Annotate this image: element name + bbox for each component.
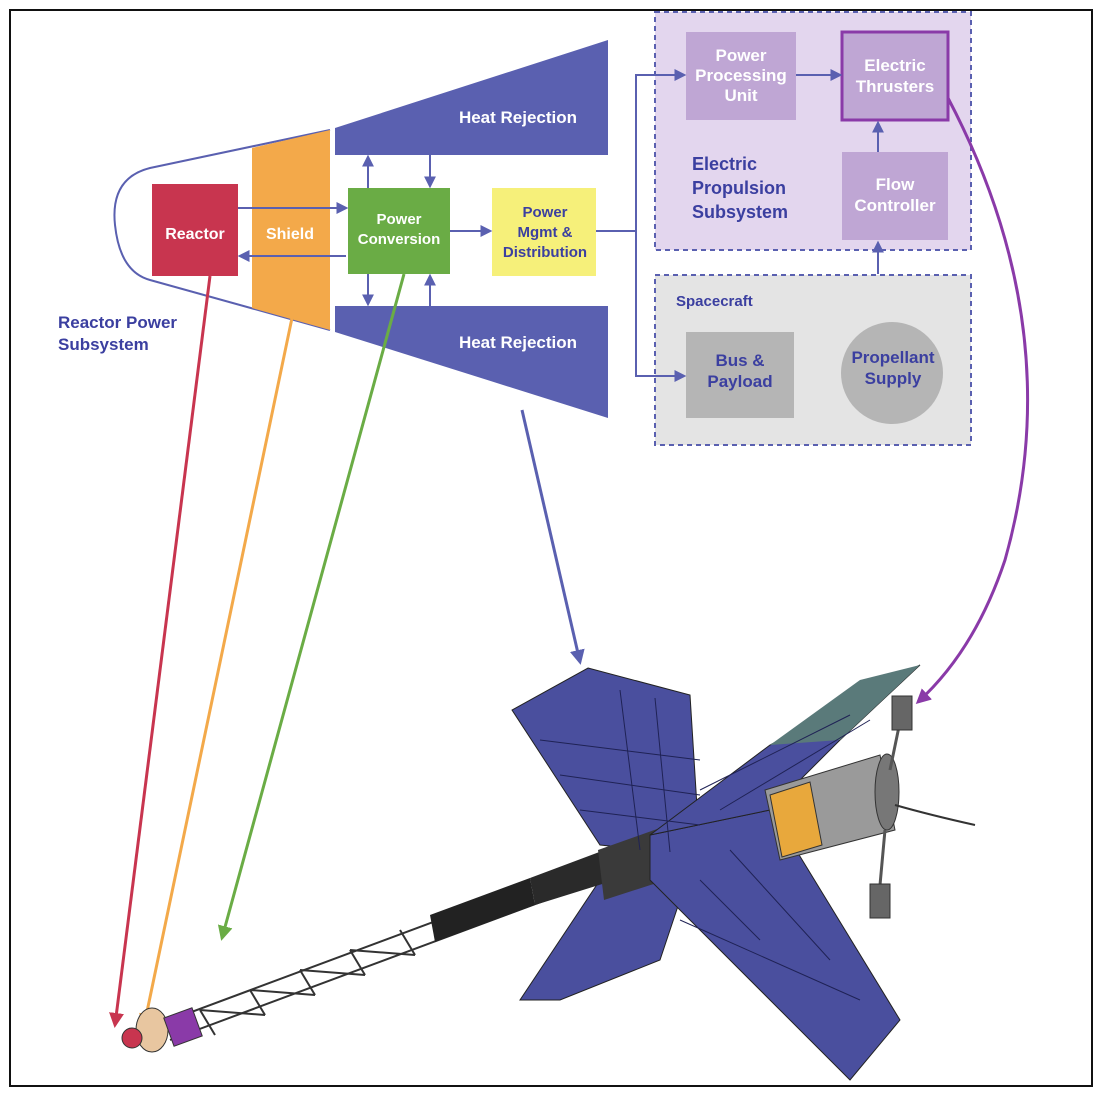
reactor-head-shield <box>135 1007 169 1053</box>
reactor-block <box>152 184 238 276</box>
propellant-supply-label-1: Propellant <box>851 348 934 367</box>
bus-segment-2 <box>530 848 615 905</box>
power-conversion-label-2: Conversion <box>358 231 441 248</box>
reactor-label: Reactor <box>165 226 225 243</box>
spacecraft-label: Spacecraft <box>676 293 753 310</box>
ppu-label-2: Processing <box>695 66 787 85</box>
reactor-head-conversion <box>163 1007 203 1047</box>
propellant-supply-label-2: Supply <box>865 369 922 388</box>
thrusters-label-2: Thrusters <box>856 77 934 96</box>
pmad-label-3: Distribution <box>503 244 587 261</box>
ppu-label-3: Unit <box>724 86 757 105</box>
thrusters-block <box>840 30 950 122</box>
pmad-label-2: Mgmt & <box>518 224 573 241</box>
flow-controller-label-1: Flow <box>876 175 915 194</box>
bus-segment-3 <box>598 828 666 900</box>
radiator-panel-lower-right <box>649 809 901 1081</box>
power-conversion-label-1: Power <box>376 211 421 228</box>
ep-subsystem-label-1: Electric <box>692 154 757 174</box>
reactor-head-core <box>121 1027 143 1049</box>
flow-controller-label-2: Controller <box>854 196 936 215</box>
bus-segment-1 <box>430 878 535 942</box>
reactor-power-subsystem-label-2: Subsystem <box>58 335 149 354</box>
shield-block <box>252 130 330 330</box>
callout-reactor <box>109 275 212 1028</box>
heat-rejection-top <box>335 40 608 155</box>
reactor-module-band <box>769 781 823 858</box>
bus-payload-block <box>686 332 794 418</box>
thrusters-label-1: Electric <box>864 56 925 75</box>
ppu-label-1: Power <box>715 46 766 65</box>
ep-subsystem-label-2: Propulsion <box>692 178 786 198</box>
reactor-power-subsystem-label-1: Reactor Power <box>58 313 177 332</box>
shield-label: Shield <box>266 226 314 243</box>
propellant-supply-block <box>841 322 943 424</box>
callout-conversion <box>217 273 406 941</box>
callout-shield <box>139 317 294 1029</box>
pmad-label-1: Power <box>522 204 567 221</box>
ep-subsystem-label-3: Subsystem <box>692 202 788 222</box>
bus-payload-label-2: Payload <box>707 372 772 391</box>
heat-rejection-bottom-label: Heat Rejection <box>459 333 577 352</box>
pmad-block <box>492 188 596 276</box>
heat-rejection-bottom <box>335 306 608 418</box>
arrow-pmad-to-ppu <box>635 69 687 231</box>
reactor-module-end <box>874 753 900 831</box>
callout-thrusters <box>915 97 1030 705</box>
panel-grid <box>539 689 871 1001</box>
image-border <box>9 9 1093 1087</box>
arrow-pmad-to-bus <box>635 231 687 382</box>
radiator-edge <box>770 665 920 745</box>
spacecraft-illustration <box>121 664 976 1081</box>
callout-heat-rejection <box>520 409 585 665</box>
power-conversion-block <box>348 188 450 274</box>
bus-payload-label-1: Bus & <box>715 351 764 370</box>
thruster-pod-lower <box>869 883 891 919</box>
thruster-arm-lower <box>878 829 887 886</box>
flow-controller-block <box>842 152 948 240</box>
thruster-pod-upper <box>891 695 913 731</box>
heat-rejection-top-label: Heat Rejection <box>459 108 577 127</box>
tail-cable <box>894 804 976 826</box>
ppu-block <box>686 32 796 120</box>
reactor-power-outline <box>113 129 331 331</box>
